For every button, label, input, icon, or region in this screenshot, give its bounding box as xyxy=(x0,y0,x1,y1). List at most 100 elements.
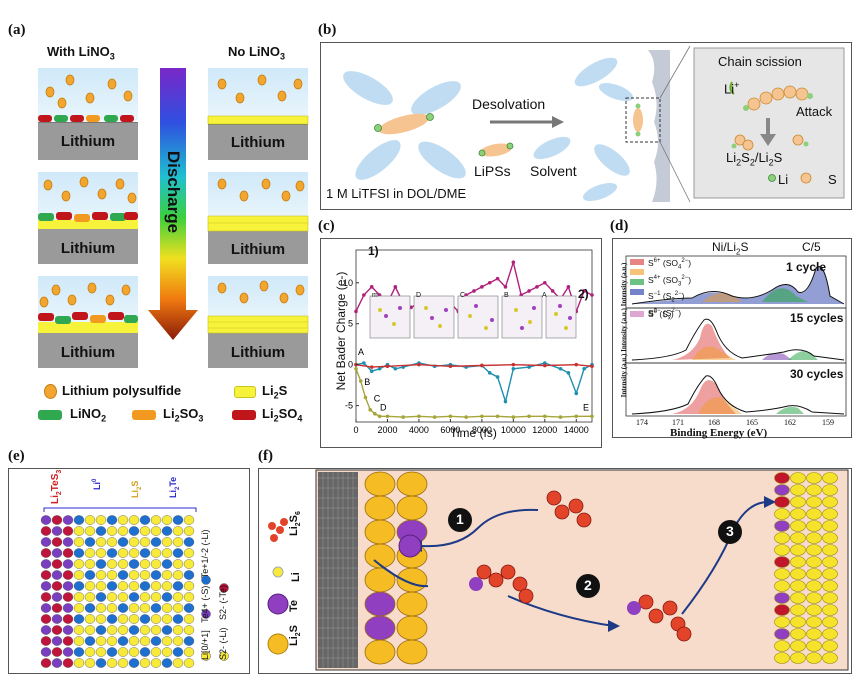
electrolyte-region xyxy=(208,276,308,320)
chart-xlabel: Time (fs) xyxy=(450,426,497,440)
deposited-atom xyxy=(822,532,838,544)
lattice-atom xyxy=(139,658,151,668)
series-point xyxy=(590,414,594,419)
lattice-atom xyxy=(40,603,52,613)
deposited-atom xyxy=(790,520,806,532)
xps-xtick: 159 xyxy=(822,418,834,427)
series-point xyxy=(582,289,586,293)
marker-2: 2) xyxy=(578,287,589,301)
point-label-C: C xyxy=(374,394,381,404)
lattice-atom xyxy=(84,548,96,558)
deposited-atom xyxy=(822,484,838,496)
deposited-atom xyxy=(806,520,822,532)
deposited-atom xyxy=(806,496,822,508)
li2s-particle xyxy=(396,639,428,665)
mechanism-scheme xyxy=(267,469,849,671)
lattice-atom xyxy=(117,548,129,558)
lattice-atom xyxy=(183,647,195,657)
li2s-particle xyxy=(396,615,428,641)
deposited-atom xyxy=(790,604,806,616)
point-label-A: A xyxy=(358,347,364,357)
deposited-atom xyxy=(774,556,790,568)
xps-xtick: 168 xyxy=(708,418,720,427)
electrolyte-region xyxy=(208,68,308,118)
te-atom xyxy=(469,577,483,591)
lattice-atom xyxy=(51,636,63,646)
panel-c-label: (c) xyxy=(318,218,335,234)
series-point xyxy=(511,362,516,367)
deposited-atom xyxy=(806,508,822,520)
lithium-anode: Lithium xyxy=(208,124,308,160)
lattice-atom xyxy=(62,548,74,558)
deposited-atom xyxy=(806,616,822,628)
series-point xyxy=(590,364,594,369)
lattice-atom xyxy=(84,537,96,547)
xps-xlabel: Binding Energy (eV) xyxy=(670,427,768,439)
lattice-atom xyxy=(161,515,173,525)
lattice-atom xyxy=(128,570,140,580)
series-point xyxy=(558,366,563,371)
deposited-atom xyxy=(774,508,790,520)
lattice-atom xyxy=(161,570,173,580)
lattice-atom xyxy=(106,658,118,668)
lattice-atom xyxy=(62,603,74,613)
lattice-atom xyxy=(40,636,52,646)
lattice-atom xyxy=(161,537,173,547)
series-point xyxy=(369,369,374,374)
deposited-atom xyxy=(806,640,822,652)
lattice-atom xyxy=(84,515,96,525)
deposited-atom xyxy=(790,496,806,508)
x-tick-label: 2000 xyxy=(377,425,397,435)
lattice-atom xyxy=(139,559,151,569)
label-li2te: Li2Te xyxy=(168,476,181,498)
lattice-atom xyxy=(73,581,85,591)
lattice-atom xyxy=(51,647,63,657)
lattice-atom xyxy=(150,515,162,525)
series-point xyxy=(417,362,421,367)
lattice-atom xyxy=(84,647,96,657)
lattice-atom xyxy=(117,537,129,547)
lipss-label: LiPSs xyxy=(474,163,511,179)
series-point xyxy=(368,407,372,412)
xps-legend-s4: S4+ (SO32−) xyxy=(648,274,692,288)
xps-xtick: 174 xyxy=(636,418,648,427)
lattice-atom xyxy=(161,526,173,536)
series-point xyxy=(487,280,492,285)
lattice-atom xyxy=(139,647,151,657)
lattice-atom xyxy=(150,636,162,646)
series-point xyxy=(566,285,571,289)
lattice-atom xyxy=(150,526,162,536)
lino2-pre: LiNO xyxy=(70,406,102,421)
lattice-atom xyxy=(139,570,151,580)
deposited-atom xyxy=(806,580,822,592)
f-legend-li2s6: Li2S6 xyxy=(288,511,303,536)
sulfur-atom xyxy=(676,626,692,642)
lattice-atom xyxy=(51,581,63,591)
series-point xyxy=(511,366,516,371)
lattice-atom xyxy=(161,625,173,635)
lattice-atom xyxy=(84,636,96,646)
panel-b-illustration xyxy=(343,45,845,203)
deposited-atom xyxy=(790,640,806,652)
xps-title-left-post: S xyxy=(740,240,749,254)
lattice-atom xyxy=(117,647,129,657)
current-collector xyxy=(318,472,358,668)
lattice-atom xyxy=(172,636,184,646)
lattice-atom xyxy=(172,592,184,602)
series-point xyxy=(574,362,579,367)
legend-li2so4: Li2SO4 xyxy=(262,406,302,424)
li2s-particle xyxy=(364,519,396,545)
lattice-atom xyxy=(73,537,85,547)
step-1-label: 1 xyxy=(456,511,464,527)
lattice-atom xyxy=(139,592,151,602)
lattice-atom xyxy=(62,647,74,657)
lattice-atom xyxy=(95,625,107,635)
lattice-atom xyxy=(183,636,195,646)
lattice-atom xyxy=(62,559,74,569)
series-point xyxy=(358,379,363,383)
chart-series xyxy=(354,259,594,419)
lattice-legend-s2li: S2- (-Li) xyxy=(218,627,228,660)
legend-li2s: Li2S xyxy=(262,383,287,401)
cycle-label-15: 15 cycles xyxy=(790,311,844,325)
deposited-atom xyxy=(822,508,838,520)
